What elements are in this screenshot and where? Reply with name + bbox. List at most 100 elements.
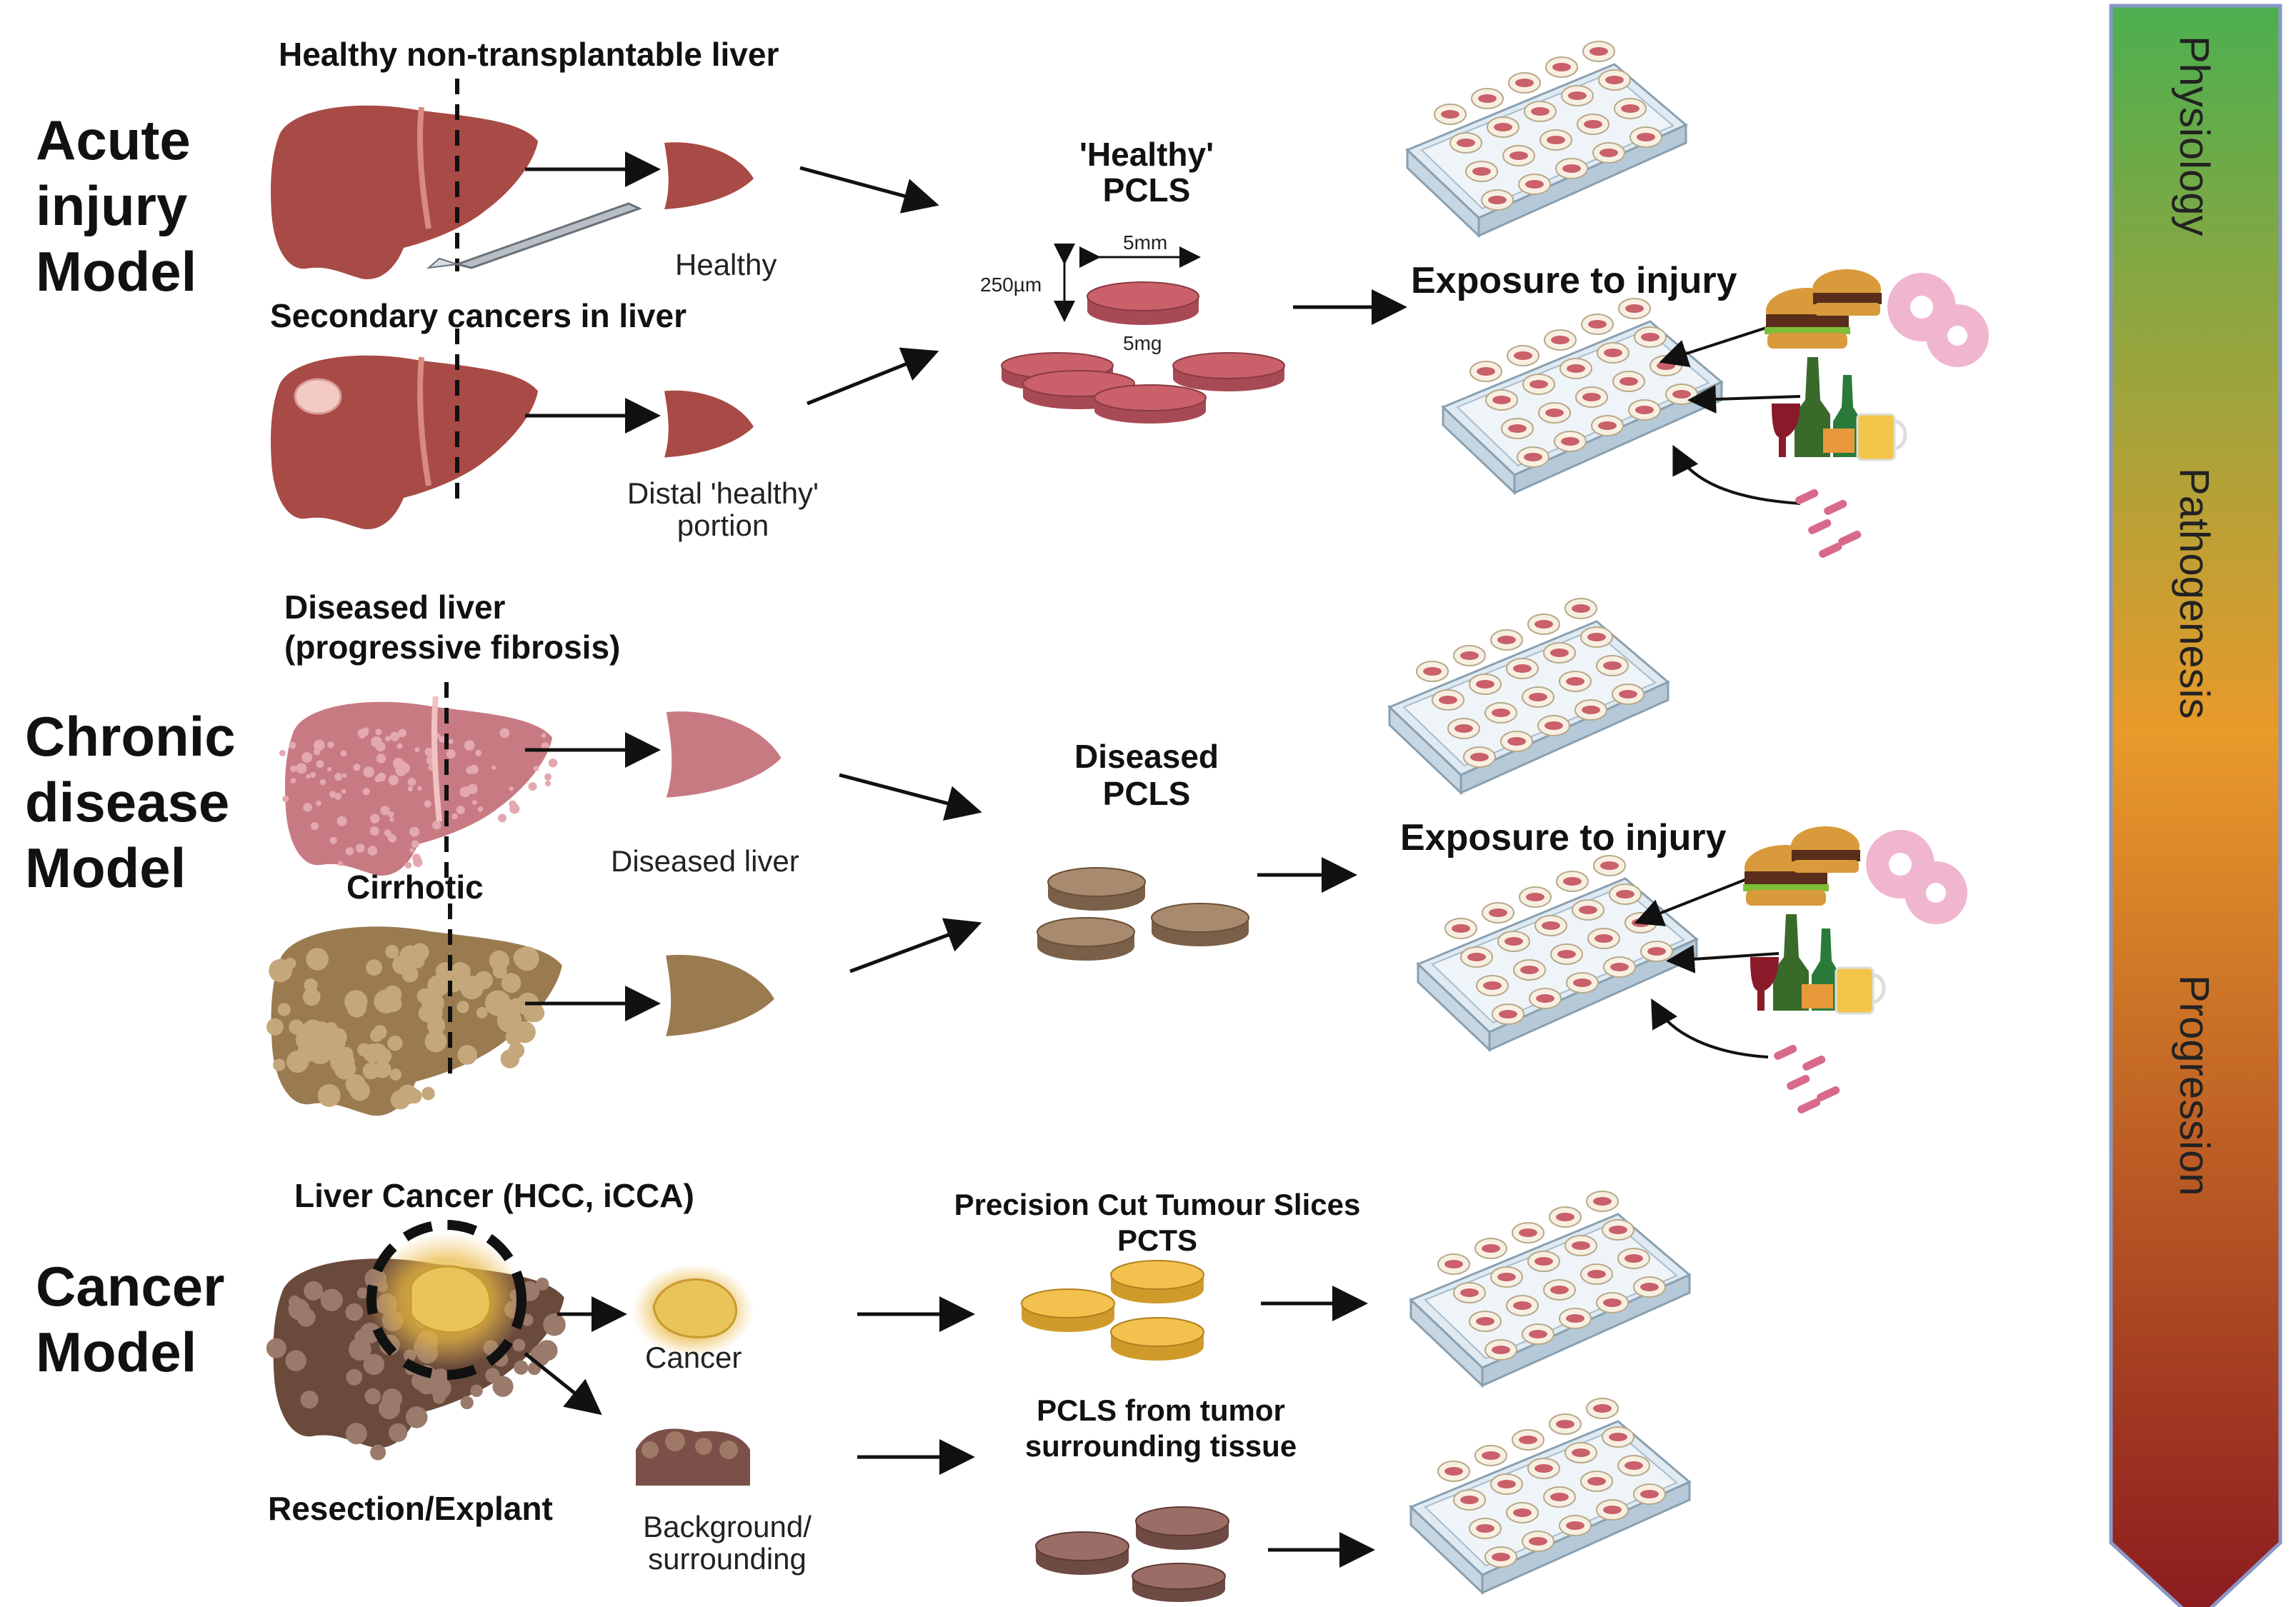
- tissue-nodule: [359, 733, 365, 739]
- tissue-nodule: [353, 764, 361, 771]
- healthy-pcls-label: 'Healthy' PCLS: [1079, 136, 1214, 208]
- tissue-nodule: [289, 1295, 301, 1308]
- tissue-nodule: [345, 1303, 364, 1321]
- tissue-nodule: [470, 1384, 483, 1398]
- tissue-nodule: [432, 1391, 446, 1404]
- plate-well: [1484, 1546, 1517, 1568]
- tissue-nodule: [371, 736, 382, 748]
- plate-well: [1597, 342, 1629, 364]
- slice: [1110, 1260, 1204, 1303]
- plate-well: [1543, 642, 1576, 664]
- slice: [1132, 1563, 1226, 1602]
- plate-well: [1665, 384, 1698, 405]
- acute-model-title: Acute injury Model: [36, 107, 196, 304]
- tissue-nodule: [300, 1391, 319, 1409]
- tissue-nodule: [334, 793, 341, 800]
- pcts-slices: [1021, 1260, 1204, 1361]
- tissue-nodule: [320, 1288, 343, 1311]
- cancer-liver: [266, 1220, 566, 1461]
- tissue-nodule: [432, 1368, 449, 1385]
- plate-well: [1469, 674, 1502, 695]
- tissue-nodule: [311, 822, 319, 831]
- plate-well: [1572, 899, 1604, 921]
- tissue-nodule: [512, 1338, 526, 1352]
- plate-well: [1581, 314, 1614, 335]
- plate-well: [1534, 915, 1567, 936]
- plate-well: [1602, 1426, 1634, 1448]
- plate-well: [1596, 655, 1629, 676]
- tissue-nodule: [451, 813, 458, 820]
- tissue-nodule: [514, 946, 539, 971]
- tissue-nodule: [456, 805, 465, 815]
- slice: [1087, 281, 1199, 325]
- plate-well: [1469, 1311, 1502, 1332]
- label-line: 'Healthy': [1079, 136, 1214, 173]
- tissue-nodule: [375, 729, 382, 736]
- gradient-label-physiology: Physiology: [2171, 36, 2217, 236]
- tissue-nodule: [334, 773, 342, 781]
- dimension-mass-label: 5mg: [1123, 332, 1162, 354]
- plate-well: [1598, 69, 1631, 91]
- injury-stimuli: [1659, 269, 1989, 558]
- tissue-nodule: [485, 1368, 500, 1383]
- tissue-nodule: [499, 728, 510, 739]
- tissue-nodule: [491, 765, 496, 770]
- tissue-nodule: [363, 766, 374, 778]
- plate-well: [1550, 943, 1583, 965]
- tissue-nodule: [414, 747, 420, 752]
- surrounding-piece: [636, 1428, 750, 1486]
- plate-well: [1549, 1413, 1582, 1435]
- plate-well: [1447, 718, 1480, 739]
- burger-icon: [1765, 269, 1882, 349]
- tissue-nodule: [273, 1058, 286, 1071]
- tissue-nodule: [316, 760, 324, 769]
- tissue-nodule: [536, 1277, 549, 1291]
- plate-well: [1539, 129, 1572, 151]
- title-line: injury: [36, 174, 188, 237]
- label-line: Diseased liver: [284, 589, 506, 626]
- plate-well: [1554, 431, 1587, 452]
- dimension-marks: [1054, 244, 1201, 322]
- tissue-nodule: [319, 779, 326, 786]
- plate-well: [1633, 1276, 1666, 1298]
- tissue-nodule: [356, 843, 365, 853]
- plate-well: [1484, 702, 1517, 724]
- tissue-nodule: [498, 813, 506, 823]
- tissue-nodule: [330, 1049, 355, 1074]
- plate-well: [1437, 1461, 1470, 1482]
- plate-well: [1437, 1253, 1470, 1275]
- tissue-nodule: [492, 1376, 514, 1397]
- tissue-nodule: [342, 773, 347, 778]
- tissue-nodule: [533, 766, 539, 771]
- tissue-nodule: [338, 861, 343, 866]
- plate-well: [1465, 161, 1498, 182]
- tissue-nodule: [448, 739, 454, 744]
- tissue-nodule: [390, 731, 400, 742]
- culture-plate: [1442, 298, 1723, 494]
- dimension-thickness-label: 250µm: [980, 274, 1042, 296]
- plate-well: [1592, 142, 1625, 164]
- plate-well: [1591, 415, 1624, 436]
- tissue-nodule: [349, 1338, 371, 1361]
- tissue-nodule: [421, 1086, 435, 1101]
- tissue-nodule: [345, 1423, 367, 1445]
- tissue-nodule: [304, 1281, 324, 1301]
- plate-well: [1614, 98, 1647, 119]
- plate-well: [1524, 101, 1557, 122]
- diseased-pcls-label: Diseased PCLS: [1074, 738, 1219, 812]
- distal-piece: [664, 390, 754, 458]
- donut-icon: [1887, 273, 1989, 367]
- tissue-nodule: [407, 778, 416, 786]
- tissue-nodule: [341, 789, 346, 794]
- tissue-nodule: [345, 847, 354, 856]
- culture-plate: [1409, 1191, 1691, 1387]
- plate-well: [1453, 1489, 1486, 1511]
- tissue-nodule: [509, 786, 514, 791]
- plate-well: [1593, 855, 1626, 876]
- label-line: Distal 'healthy': [627, 476, 819, 510]
- plate-well: [1543, 1279, 1576, 1301]
- plate-well: [1555, 158, 1588, 179]
- tissue-nodule: [392, 955, 411, 975]
- plate-well: [1506, 1502, 1539, 1523]
